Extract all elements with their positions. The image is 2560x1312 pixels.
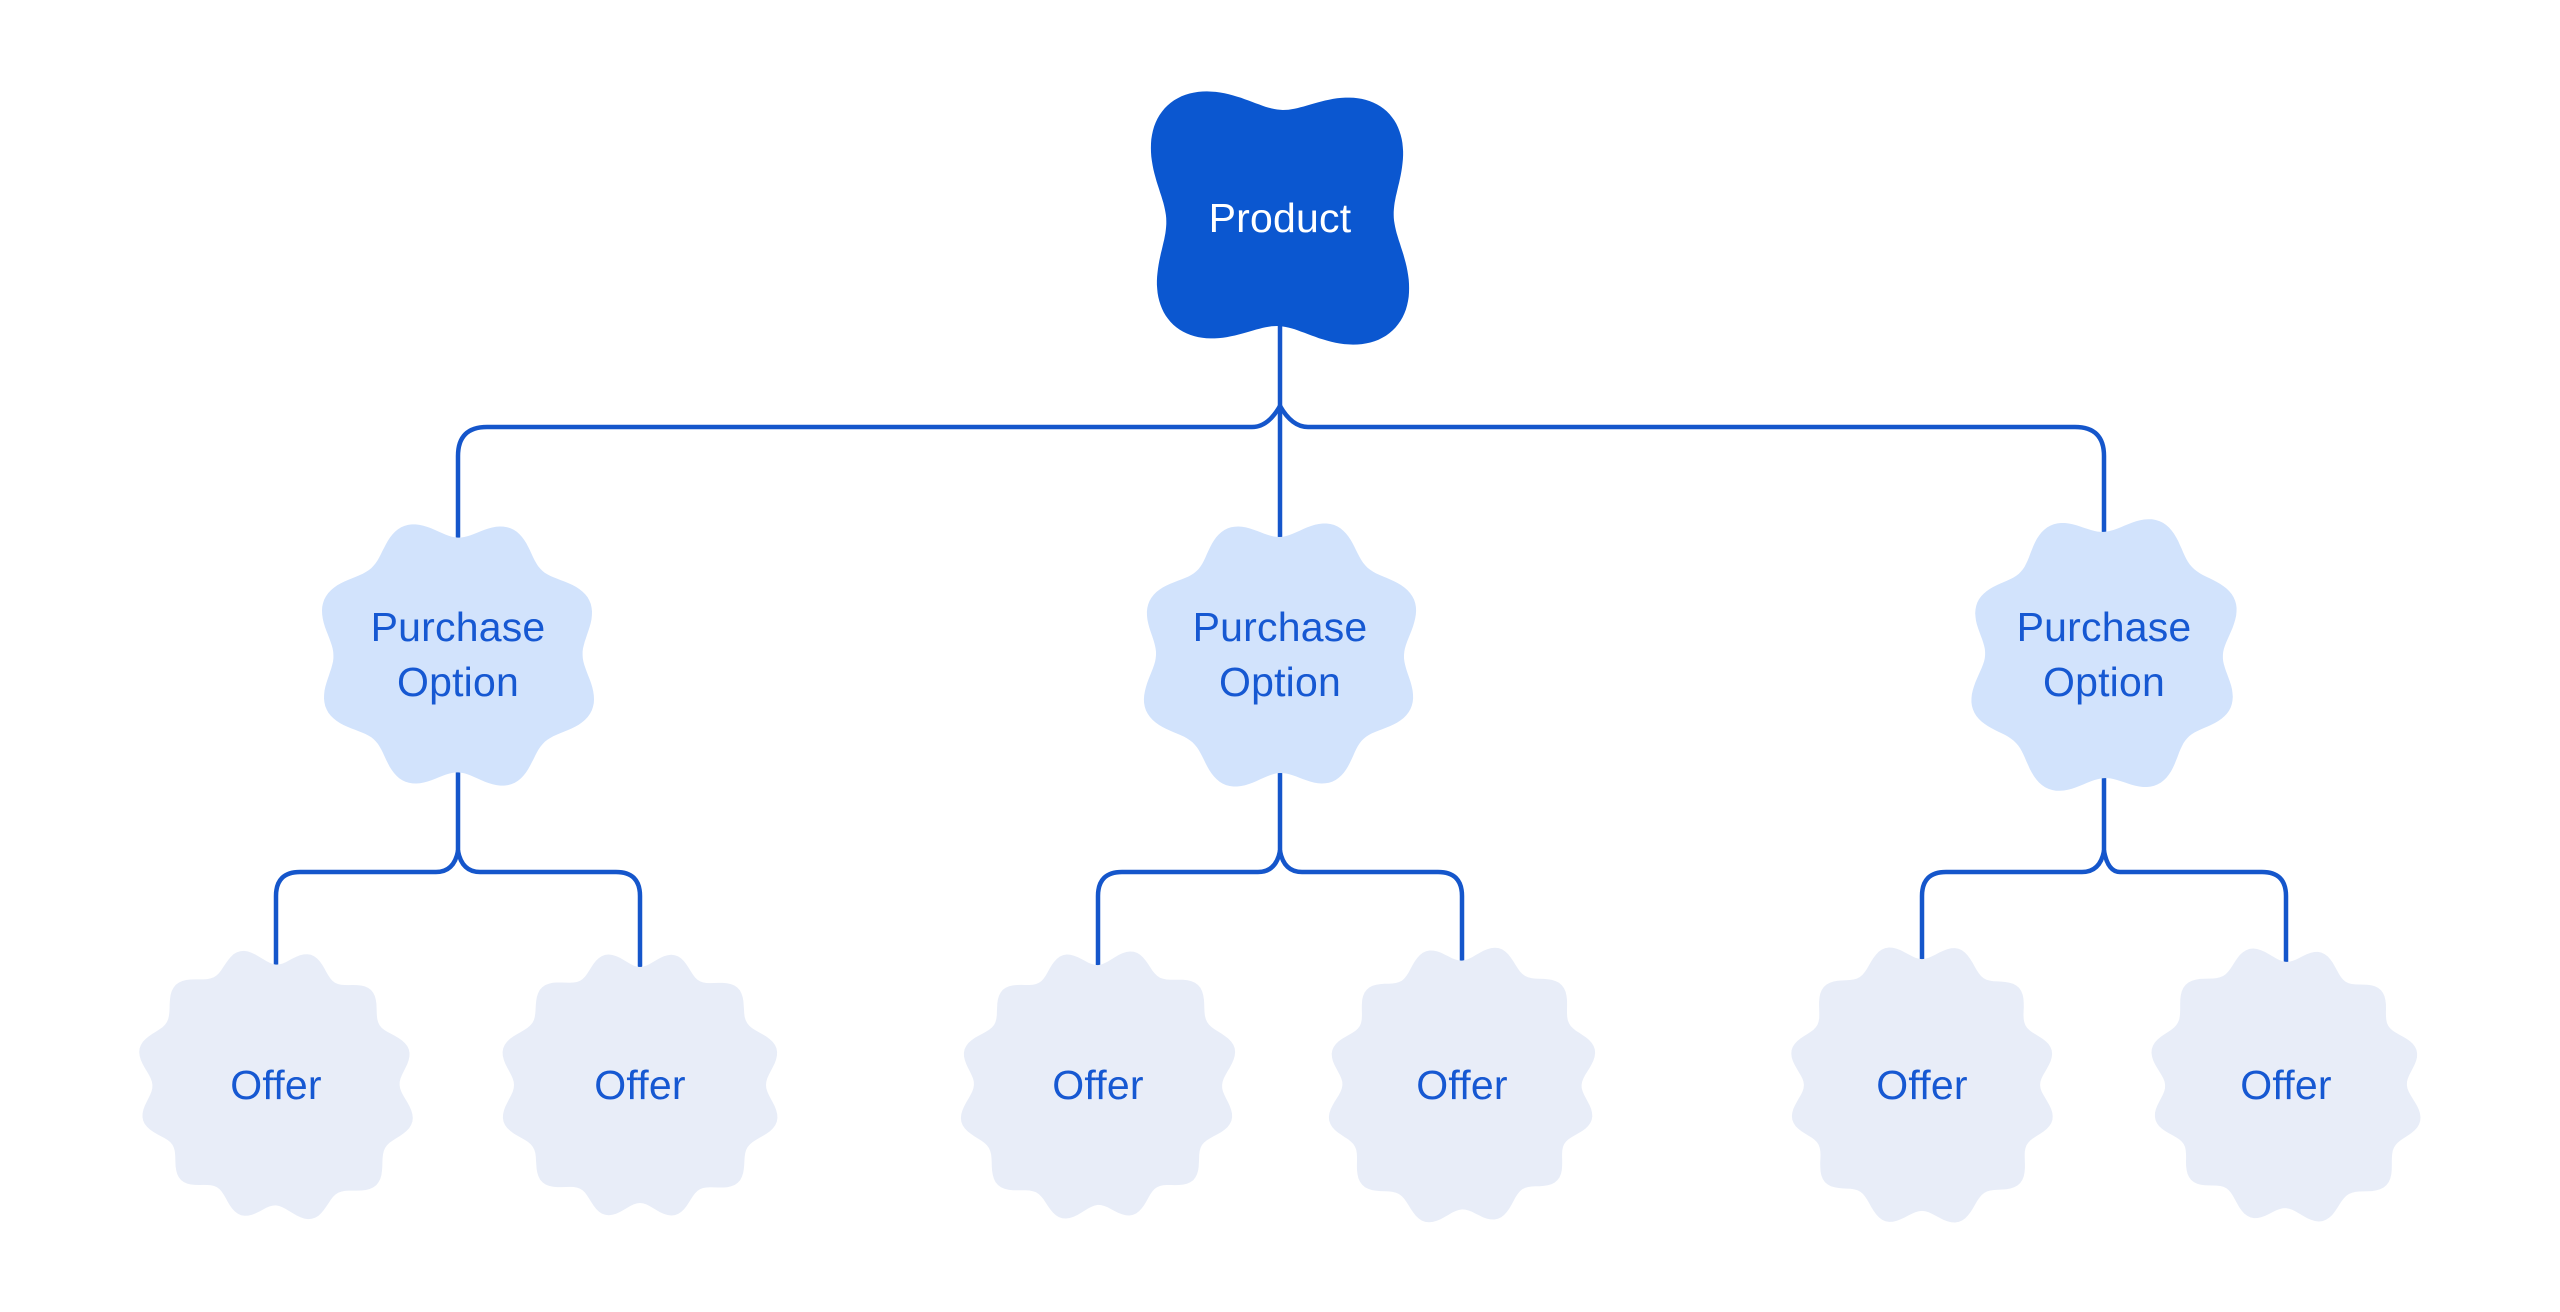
purchase-option-node-1: Purchase Option: [298, 495, 618, 815]
purchase-option-blob-shape: [1143, 523, 1417, 787]
product-node: Product: [1120, 58, 1440, 378]
purchase-option-label: Purchase Option: [1192, 604, 1368, 705]
offer-node-2: Offer: [480, 925, 800, 1245]
offer-blob-shape: [960, 951, 1236, 1219]
offer-node-4: Offer: [1302, 925, 1622, 1245]
offer-blob-shape: [139, 950, 413, 1220]
purchase-offers-connector-middle: [1095, 769, 1465, 969]
product-blob-shape: [1150, 91, 1410, 345]
offer-node-6: Offer: [2126, 925, 2446, 1245]
offer-label: Offer: [1416, 1061, 1508, 1108]
offer-node-5: Offer: [1762, 925, 2082, 1245]
offer-label: Offer: [230, 1061, 322, 1108]
offer-label: Offer: [2240, 1061, 2332, 1108]
purchase-option-label: Purchase Option: [370, 604, 546, 705]
purchase-option-label: Purchase Option: [2016, 604, 2192, 705]
purchase-option-blob-shape: [322, 524, 594, 786]
purchase-option-blob-shape: [1971, 519, 2237, 791]
product-label: Product: [1208, 194, 1352, 241]
offer-node-1: Offer: [116, 925, 436, 1245]
offer-label: Offer: [1876, 1061, 1968, 1108]
purchase-offers-connector-right: [1919, 769, 2289, 969]
offer-blob-shape: [1328, 947, 1596, 1223]
offer-blob-shape: [2151, 948, 2421, 1222]
offer-label: Offer: [594, 1061, 686, 1108]
offer-label: Offer: [1052, 1061, 1144, 1108]
purchase-option-node-3: Purchase Option: [1944, 495, 2264, 815]
offer-blob-shape: [1791, 947, 2053, 1223]
purchase-option-node-2: Purchase Option: [1120, 495, 1440, 815]
purchase-offers-connector-left: [273, 769, 643, 969]
root-connector: [455, 323, 2107, 540]
offer-blob-shape: [502, 954, 778, 1216]
offer-node-3: Offer: [938, 925, 1258, 1245]
